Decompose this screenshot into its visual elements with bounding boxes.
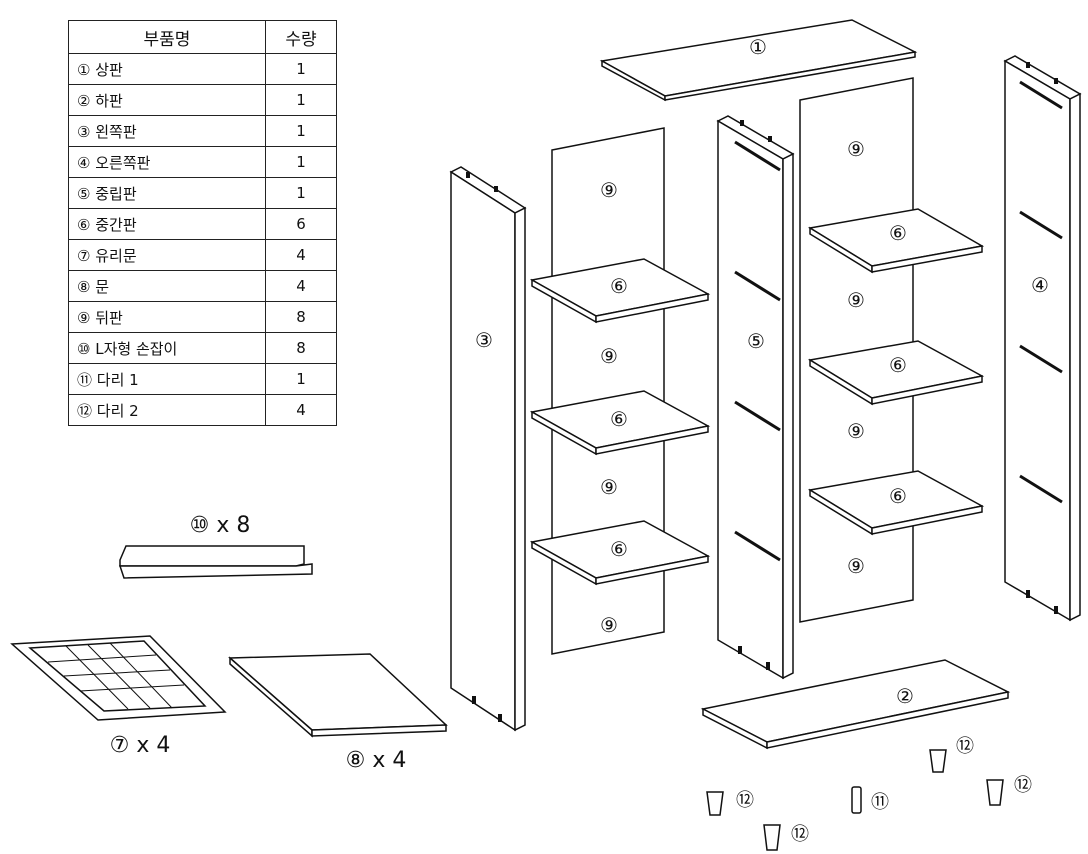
caption-glass-door: ⑦ x 4 — [110, 733, 171, 758]
label-right-shelf-3: ⑥ — [889, 484, 907, 508]
part-name-cell: ⑫ 다리 2 — [68, 394, 266, 426]
label-leg-1: ⑪ — [871, 792, 889, 813]
left-shelves — [529, 258, 711, 586]
part-name-cell: ⑦ 유리문 — [68, 239, 266, 271]
middle-panel-rails — [734, 140, 781, 562]
part-quantity-cell: 1 — [265, 363, 337, 395]
label-bottom-board: ② — [896, 684, 914, 708]
part-quantity-cell: 4 — [265, 239, 337, 271]
bottom-board — [700, 659, 1011, 750]
part-quantity-cell: 1 — [265, 177, 337, 209]
label-right-back-panel-4: ⑨ — [847, 554, 865, 578]
label-left-back-panel-4: ⑨ — [600, 613, 618, 637]
part-name-cell: ⑥ 중간판 — [68, 208, 266, 240]
header-quantity: 수량 — [265, 20, 337, 54]
part-quantity-cell: 4 — [265, 270, 337, 302]
glass-door-grid — [47, 642, 185, 710]
label-left-back-panel-2: ⑨ — [600, 344, 618, 368]
label-leg-2-b: ⑫ — [1014, 775, 1032, 796]
label-left-shelf-2: ⑥ — [610, 407, 628, 431]
label-left-shelf-1: ⑥ — [610, 274, 628, 298]
part-quantity-cell: 1 — [265, 115, 337, 147]
label-leg-2-d: ⑫ — [791, 824, 809, 845]
label-leg-2-a: ⑫ — [956, 736, 974, 757]
part-quantity-cell: 4 — [265, 394, 337, 426]
part-quantity-cell: 8 — [265, 301, 337, 333]
label-right-shelf-1: ⑥ — [889, 221, 907, 245]
label-right-shelf-2: ⑥ — [889, 353, 907, 377]
label-right-back-panel-3: ⑨ — [847, 419, 865, 443]
label-top-board: ① — [749, 35, 767, 59]
header-part-name: 부품명 — [68, 20, 266, 54]
middle-panel-dowels — [738, 120, 772, 670]
label-right-back-panel-1: ⑨ — [847, 137, 865, 161]
middle-panel — [716, 115, 795, 680]
label-leg-2-c: ⑫ — [736, 790, 754, 811]
l-shaped-handle — [118, 545, 313, 579]
glass-door — [10, 635, 227, 721]
right-panel-rails — [1019, 80, 1063, 504]
label-middle-panel: ⑤ — [747, 329, 765, 353]
part-name-cell: ⑤ 중립판 — [68, 177, 266, 209]
label-left-back-panel-3: ⑨ — [600, 475, 618, 499]
label-right-side-panel: ④ — [1031, 273, 1049, 297]
part-name-cell: ⑨ 뒤판 — [68, 301, 266, 333]
part-name-cell: ① 상판 — [68, 53, 266, 85]
label-left-back-panel-1: ⑨ — [600, 178, 618, 202]
label-right-back-panel-2: ⑨ — [847, 288, 865, 312]
label-left-side-panel: ③ — [475, 328, 493, 352]
left-panel-dowels — [466, 172, 502, 722]
label-left-shelf-3: ⑥ — [610, 537, 628, 561]
part-name-cell: ③ 왼쪽판 — [68, 115, 266, 147]
part-quantity-cell: 6 — [265, 208, 337, 240]
top-board — [599, 19, 918, 102]
parts-table-header: 부품명 수량 — [68, 20, 337, 54]
part-quantity-cell: 8 — [265, 332, 337, 364]
legs — [706, 749, 1004, 851]
right-side-panel — [1003, 55, 1082, 622]
left-side-panel — [449, 166, 527, 732]
right-panel-dowels — [1026, 62, 1058, 614]
right-shelves — [807, 208, 985, 536]
caption-door: ⑧ x 4 — [346, 748, 407, 773]
door — [228, 653, 448, 738]
caption-handle: ⑩ x 8 — [190, 513, 251, 538]
